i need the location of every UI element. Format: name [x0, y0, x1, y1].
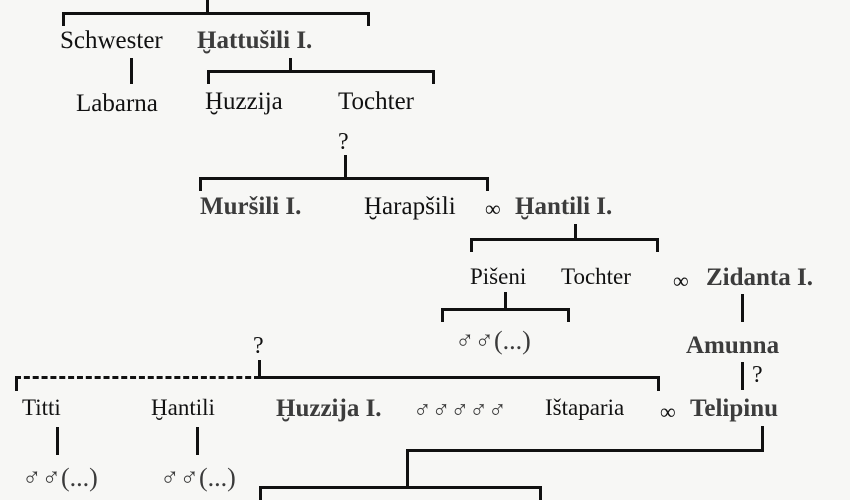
connector-gen6-left-drop	[259, 486, 262, 500]
connector-amunna-telipinu	[741, 362, 744, 390]
connector-dashed-sibling-bar	[15, 376, 260, 379]
connector-hantili-i-left-drop	[470, 238, 473, 252]
connector-gen1-left-drop	[62, 12, 65, 26]
connector-telipinu-drop	[406, 449, 409, 489]
node-schwester[interactable]: Schwester	[60, 27, 163, 54]
connector-gen3-bar	[199, 177, 489, 180]
node-huzzija-i[interactable]: Ḫuzzija I.	[276, 395, 382, 422]
connector-hantili-sons	[196, 427, 199, 455]
connector-gen6-right-drop	[539, 486, 542, 500]
connector-piseni-bar	[441, 308, 570, 311]
node-zidanta-i[interactable]: Zidanta I.	[706, 264, 813, 291]
node-harapsili[interactable]: Ḫarapšili	[364, 193, 456, 220]
connector-gen5-right-drop	[657, 376, 660, 391]
connector-root-stem	[206, 0, 209, 14]
connector-gen5-left-drop	[15, 376, 18, 391]
node-piseni-sons: ♂♂(...)	[455, 326, 531, 355]
marriage-symbol-harapsili-hantili: ∞	[485, 196, 501, 221]
node-piseni[interactable]: Pišeni	[470, 264, 527, 289]
node-amunna[interactable]: Amunna	[686, 332, 780, 359]
connector-zidanta-amunna	[741, 294, 744, 322]
connector-gen6-bar	[259, 486, 542, 489]
connector-piseni-left-drop	[441, 308, 444, 322]
connector-hattusili-stem	[289, 58, 292, 72]
node-titti[interactable]: Titti	[22, 395, 61, 420]
node-telipinu[interactable]: Telipinu	[690, 395, 779, 422]
connector-titti-sons	[56, 427, 59, 455]
node-huzzija-i-sons: ♂♂♂♂♂	[413, 397, 507, 424]
question-mark-dashed-line: ?	[253, 333, 264, 359]
connector-gen3-left-drop	[199, 177, 202, 191]
question-mark-amunna: ?	[752, 362, 763, 388]
connector-hantili-i-stem	[574, 224, 577, 240]
connector-hattusili-right-drop	[432, 70, 435, 84]
connector-telipinu-bar	[406, 449, 764, 452]
connector-piseni-right-drop	[567, 308, 570, 322]
connector-gen1-bar	[62, 12, 370, 15]
node-labarna[interactable]: Labarna	[76, 90, 158, 117]
node-tochter-2[interactable]: Tochter	[561, 264, 631, 289]
node-istaparia[interactable]: Ištaparia	[545, 395, 625, 420]
connector-hantili-i-right-drop	[656, 238, 659, 252]
connector-hattusili-left-drop	[207, 70, 210, 84]
connector-dashed-stem	[258, 360, 261, 378]
connector-hattusili-bar	[207, 70, 435, 73]
connector-gen5-right-bar	[258, 376, 660, 379]
node-mursili-i[interactable]: Muršili I.	[200, 193, 302, 220]
connector-schwester-labarna	[130, 58, 133, 84]
question-mark-tochter-1: ?	[338, 129, 349, 155]
connector-hantili-i-bar	[470, 238, 659, 241]
node-tochter-1[interactable]: Tochter	[338, 88, 414, 115]
node-hattusili-i[interactable]: Ḫattušili I.	[197, 27, 313, 54]
node-hantili-i[interactable]: Ḫantili I.	[515, 193, 613, 220]
connector-gen1-right-drop	[367, 12, 370, 26]
marriage-symbol-istaparia-telipinu: ∞	[660, 399, 676, 424]
node-titti-sons: ♂♂(...)	[22, 463, 98, 492]
marriage-symbol-tochter-zidanta: ∞	[673, 268, 689, 293]
node-hantili[interactable]: Ḫantili	[151, 395, 215, 420]
connector-gen3-right-drop	[486, 177, 489, 191]
node-hantili-sons: ♂♂(...)	[160, 463, 236, 492]
connector-telipinu-stem	[761, 426, 764, 451]
connector-tochter1-stem	[344, 155, 347, 179]
node-huzzija[interactable]: Ḫuzzija	[205, 88, 283, 115]
connector-piseni-stem	[504, 292, 507, 310]
